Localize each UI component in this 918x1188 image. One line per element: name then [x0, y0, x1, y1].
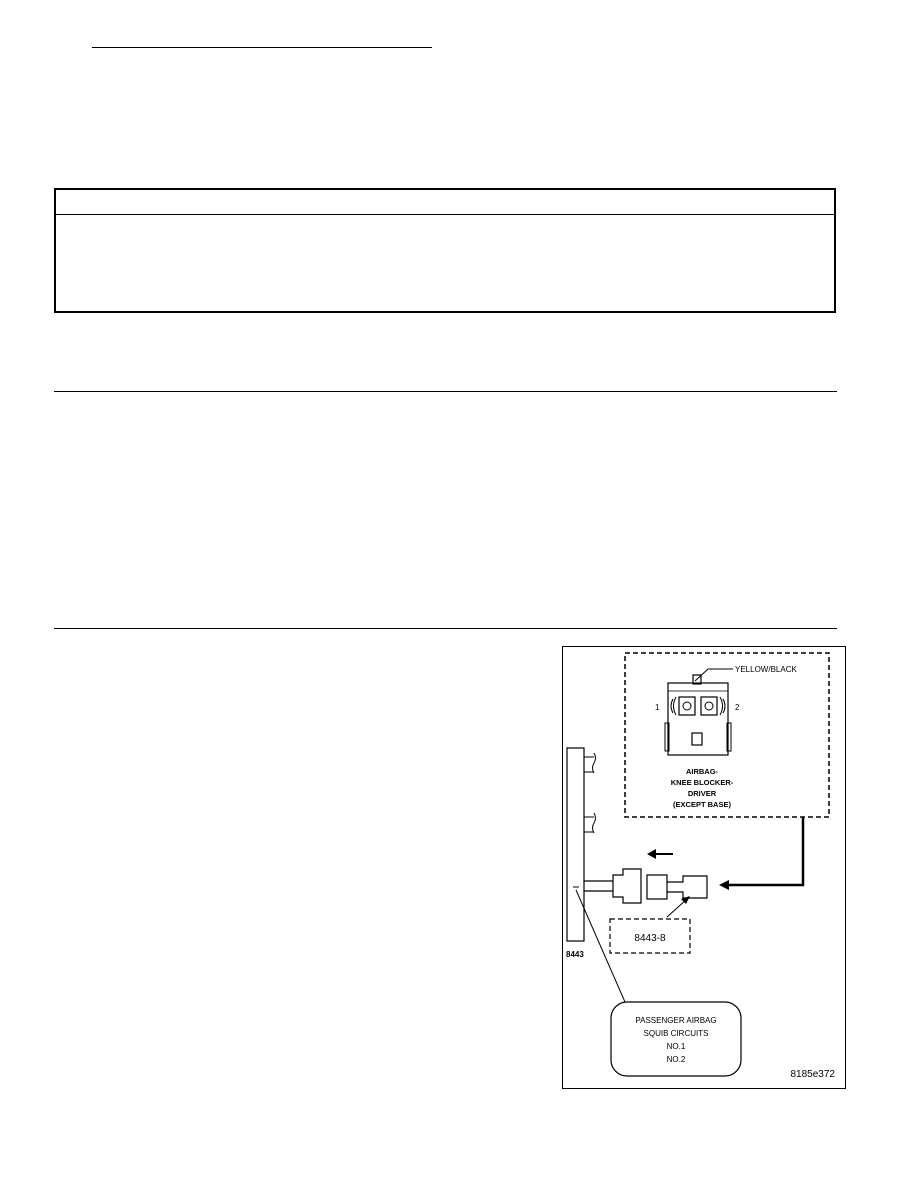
wire-color-label: YELLOW/BLACK — [735, 665, 797, 674]
squib-callout — [610, 1001, 742, 1077]
figure-id: 8185e372 — [791, 1069, 836, 1080]
tool-8443-panel — [566, 747, 585, 942]
tool-label: 8443 — [566, 950, 584, 959]
figure-frame: YELLOW/BLACK 1 2 AIRBAG- KNEE BLOCKER- D… — [562, 646, 846, 1089]
connector-face — [664, 674, 732, 756]
connector-label-line-4: (EXCEPT BASE) — [673, 800, 731, 809]
callout-line-1: PASSENGER AIRBAG — [635, 1016, 716, 1025]
section-divider-2 — [54, 628, 837, 629]
harness-connector-left — [612, 868, 642, 904]
connector-label-line-1: AIRBAG- — [686, 767, 719, 776]
warning-box — [54, 188, 836, 313]
callout-line-3: NO.1 — [667, 1042, 686, 1051]
callout-line-4: NO.2 — [667, 1055, 686, 1064]
callout-line-2: SQUIB CIRCUITS — [644, 1029, 709, 1038]
pin-2-label: 2 — [735, 703, 740, 712]
adapter-label: 8443-8 — [634, 933, 666, 944]
warning-box-header-rule — [56, 214, 834, 215]
connector-diagram: YELLOW/BLACK 1 2 AIRBAG- KNEE BLOCKER- D… — [566, 652, 836, 1080]
connector-label-line-3: DRIVER — [688, 789, 717, 798]
inset-pointer-arrow — [725, 817, 805, 887]
heading-underline — [92, 47, 432, 48]
section-divider-1 — [54, 391, 837, 392]
adapter-box — [609, 918, 691, 954]
harness-connector-right — [646, 874, 668, 900]
pin-1-label: 1 — [655, 703, 660, 712]
connector-label-line-2: KNEE BLOCKER- — [671, 778, 734, 787]
